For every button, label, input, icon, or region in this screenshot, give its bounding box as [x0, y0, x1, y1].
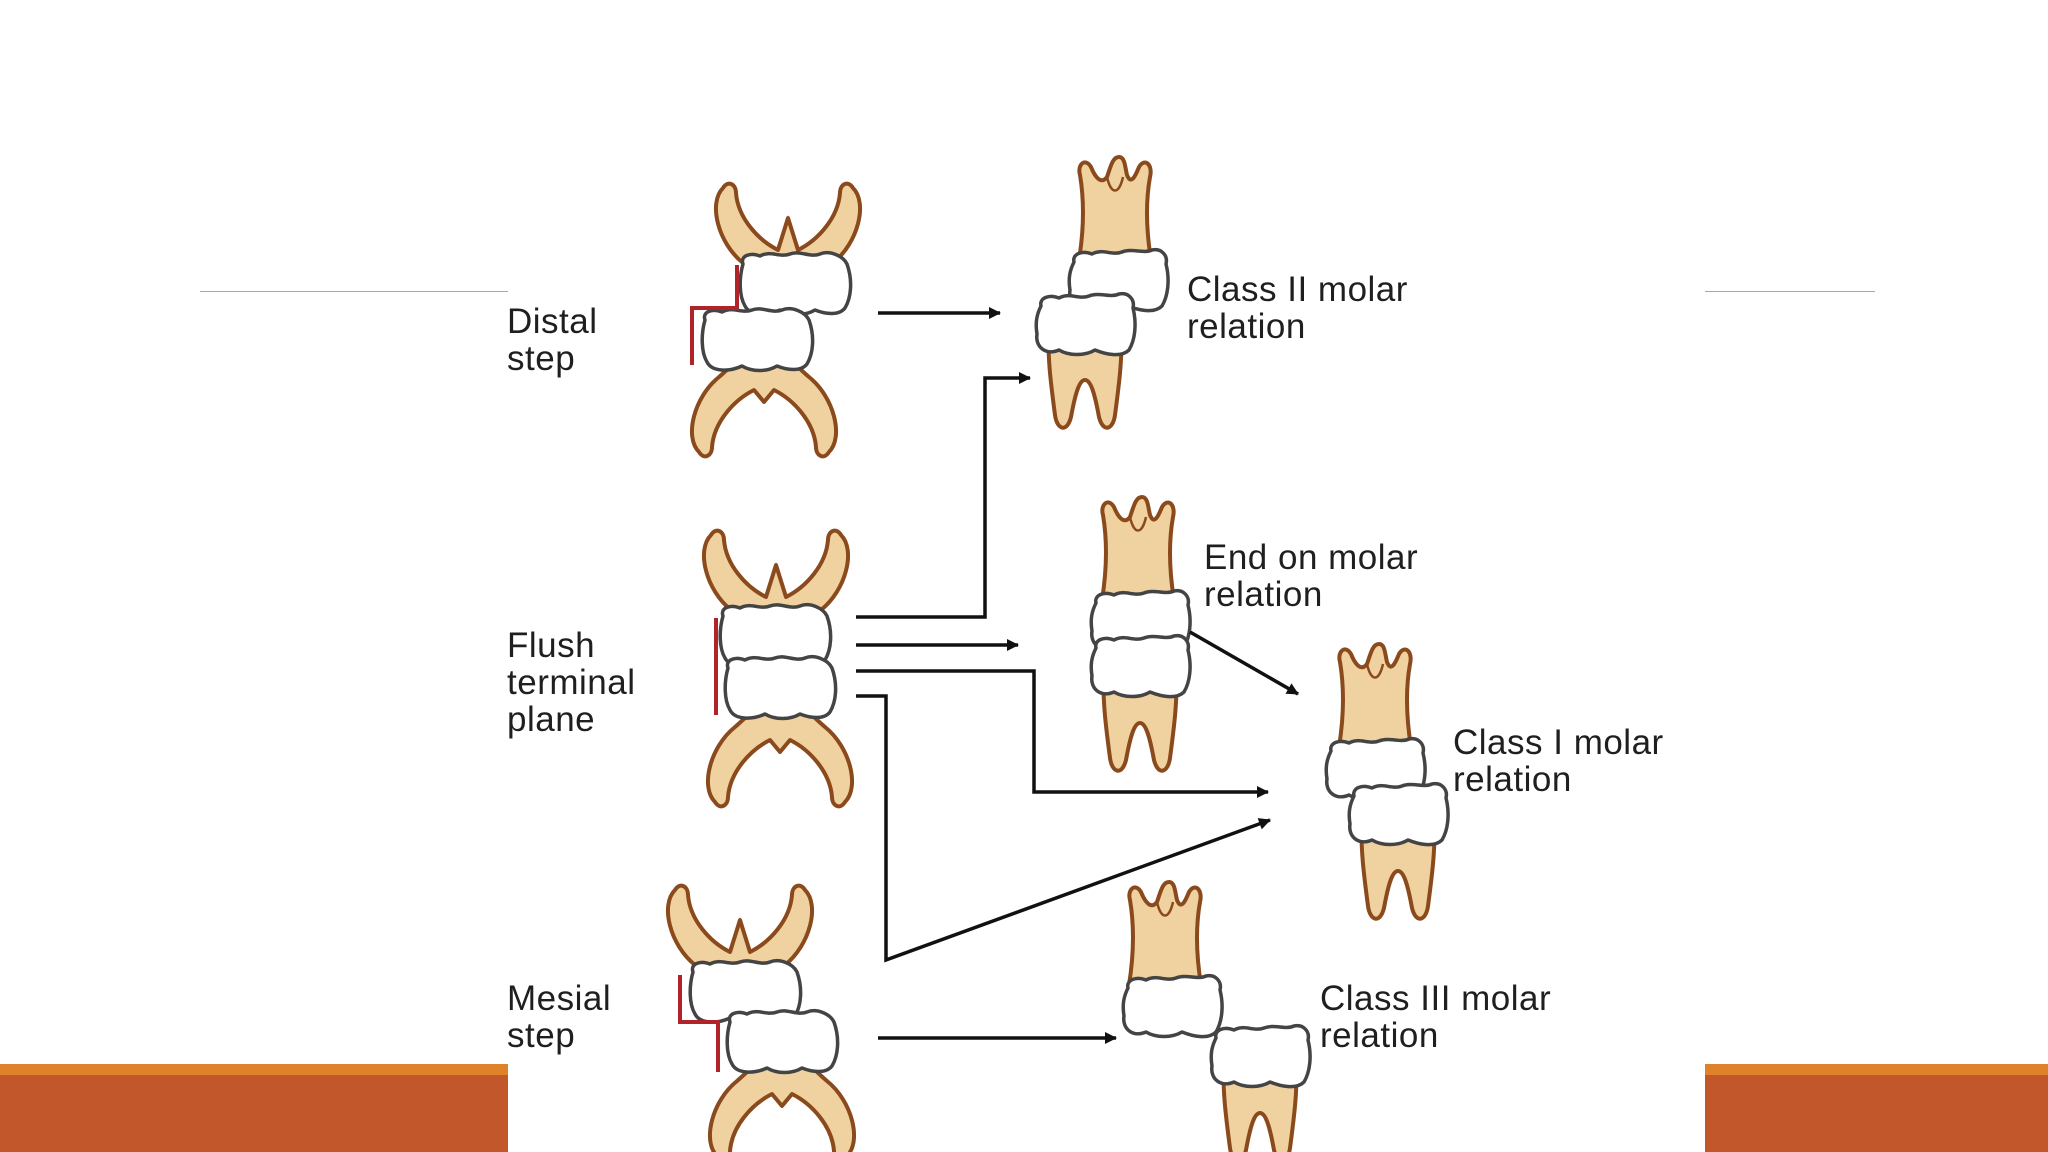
arrow-flush-to-class2 — [856, 372, 1031, 619]
transition-arrows — [856, 307, 1299, 1044]
label-distal-step: Distal step — [507, 303, 598, 377]
label-flush-terminal-plane: Flush terminal plane — [507, 627, 635, 738]
label-mesial-step: Mesial step — [507, 980, 611, 1054]
label-class3: Class III molar relation — [1320, 980, 1551, 1054]
label-distal-step-line1: Distal — [507, 302, 598, 341]
arrow-flush-to-class1-via-lower — [856, 694, 1271, 963]
label-class2: Class II molar relation — [1187, 271, 1408, 345]
label-class1-line1: Class I molar — [1453, 723, 1664, 762]
bottom-right-orange-band — [1705, 1064, 2048, 1075]
distal-step-teeth — [689, 181, 863, 459]
class1-permanent-molars — [1324, 642, 1450, 921]
left-divider-line — [200, 291, 508, 292]
label-mesial-step-line2: step — [507, 1016, 576, 1055]
class3-permanent-molars — [1121, 880, 1312, 1152]
label-flush-line3: plane — [507, 700, 596, 739]
label-end-on: End on molar relation — [1204, 539, 1418, 613]
mesial-step-plane-line — [678, 975, 720, 1072]
bottom-left-rust-band — [0, 1075, 508, 1152]
bottom-right-rust-band — [1705, 1075, 2048, 1152]
label-mesial-step-line1: Mesial — [507, 979, 612, 1018]
label-flush-line2: terminal — [507, 663, 636, 702]
label-flush-line1: Flush — [507, 626, 596, 665]
class2-permanent-molars — [1034, 155, 1170, 430]
bottom-left-orange-band — [0, 1064, 508, 1075]
label-distal-step-line2: step — [507, 339, 576, 378]
arrow-flush-to-class1 — [856, 669, 1269, 798]
label-class2-line1: Class II molar — [1187, 270, 1408, 309]
label-class3-line2: relation — [1320, 1016, 1439, 1055]
label-class1-line2: relation — [1453, 760, 1572, 799]
arrow-end-on-to-class1 — [1189, 630, 1299, 696]
label-class2-line2: relation — [1187, 307, 1306, 346]
label-class1: Class I molar relation — [1453, 724, 1664, 798]
label-class3-line1: Class III molar — [1320, 979, 1552, 1018]
mesial-step-teeth — [665, 883, 857, 1152]
distal-step-plane-line — [690, 265, 739, 365]
label-end-on-line1: End on molar — [1204, 538, 1419, 577]
flush-terminal-plane-teeth — [701, 528, 855, 809]
label-end-on-line2: relation — [1204, 575, 1323, 614]
end-on-permanent-molars — [1089, 495, 1192, 773]
right-divider-line — [1705, 291, 1875, 292]
